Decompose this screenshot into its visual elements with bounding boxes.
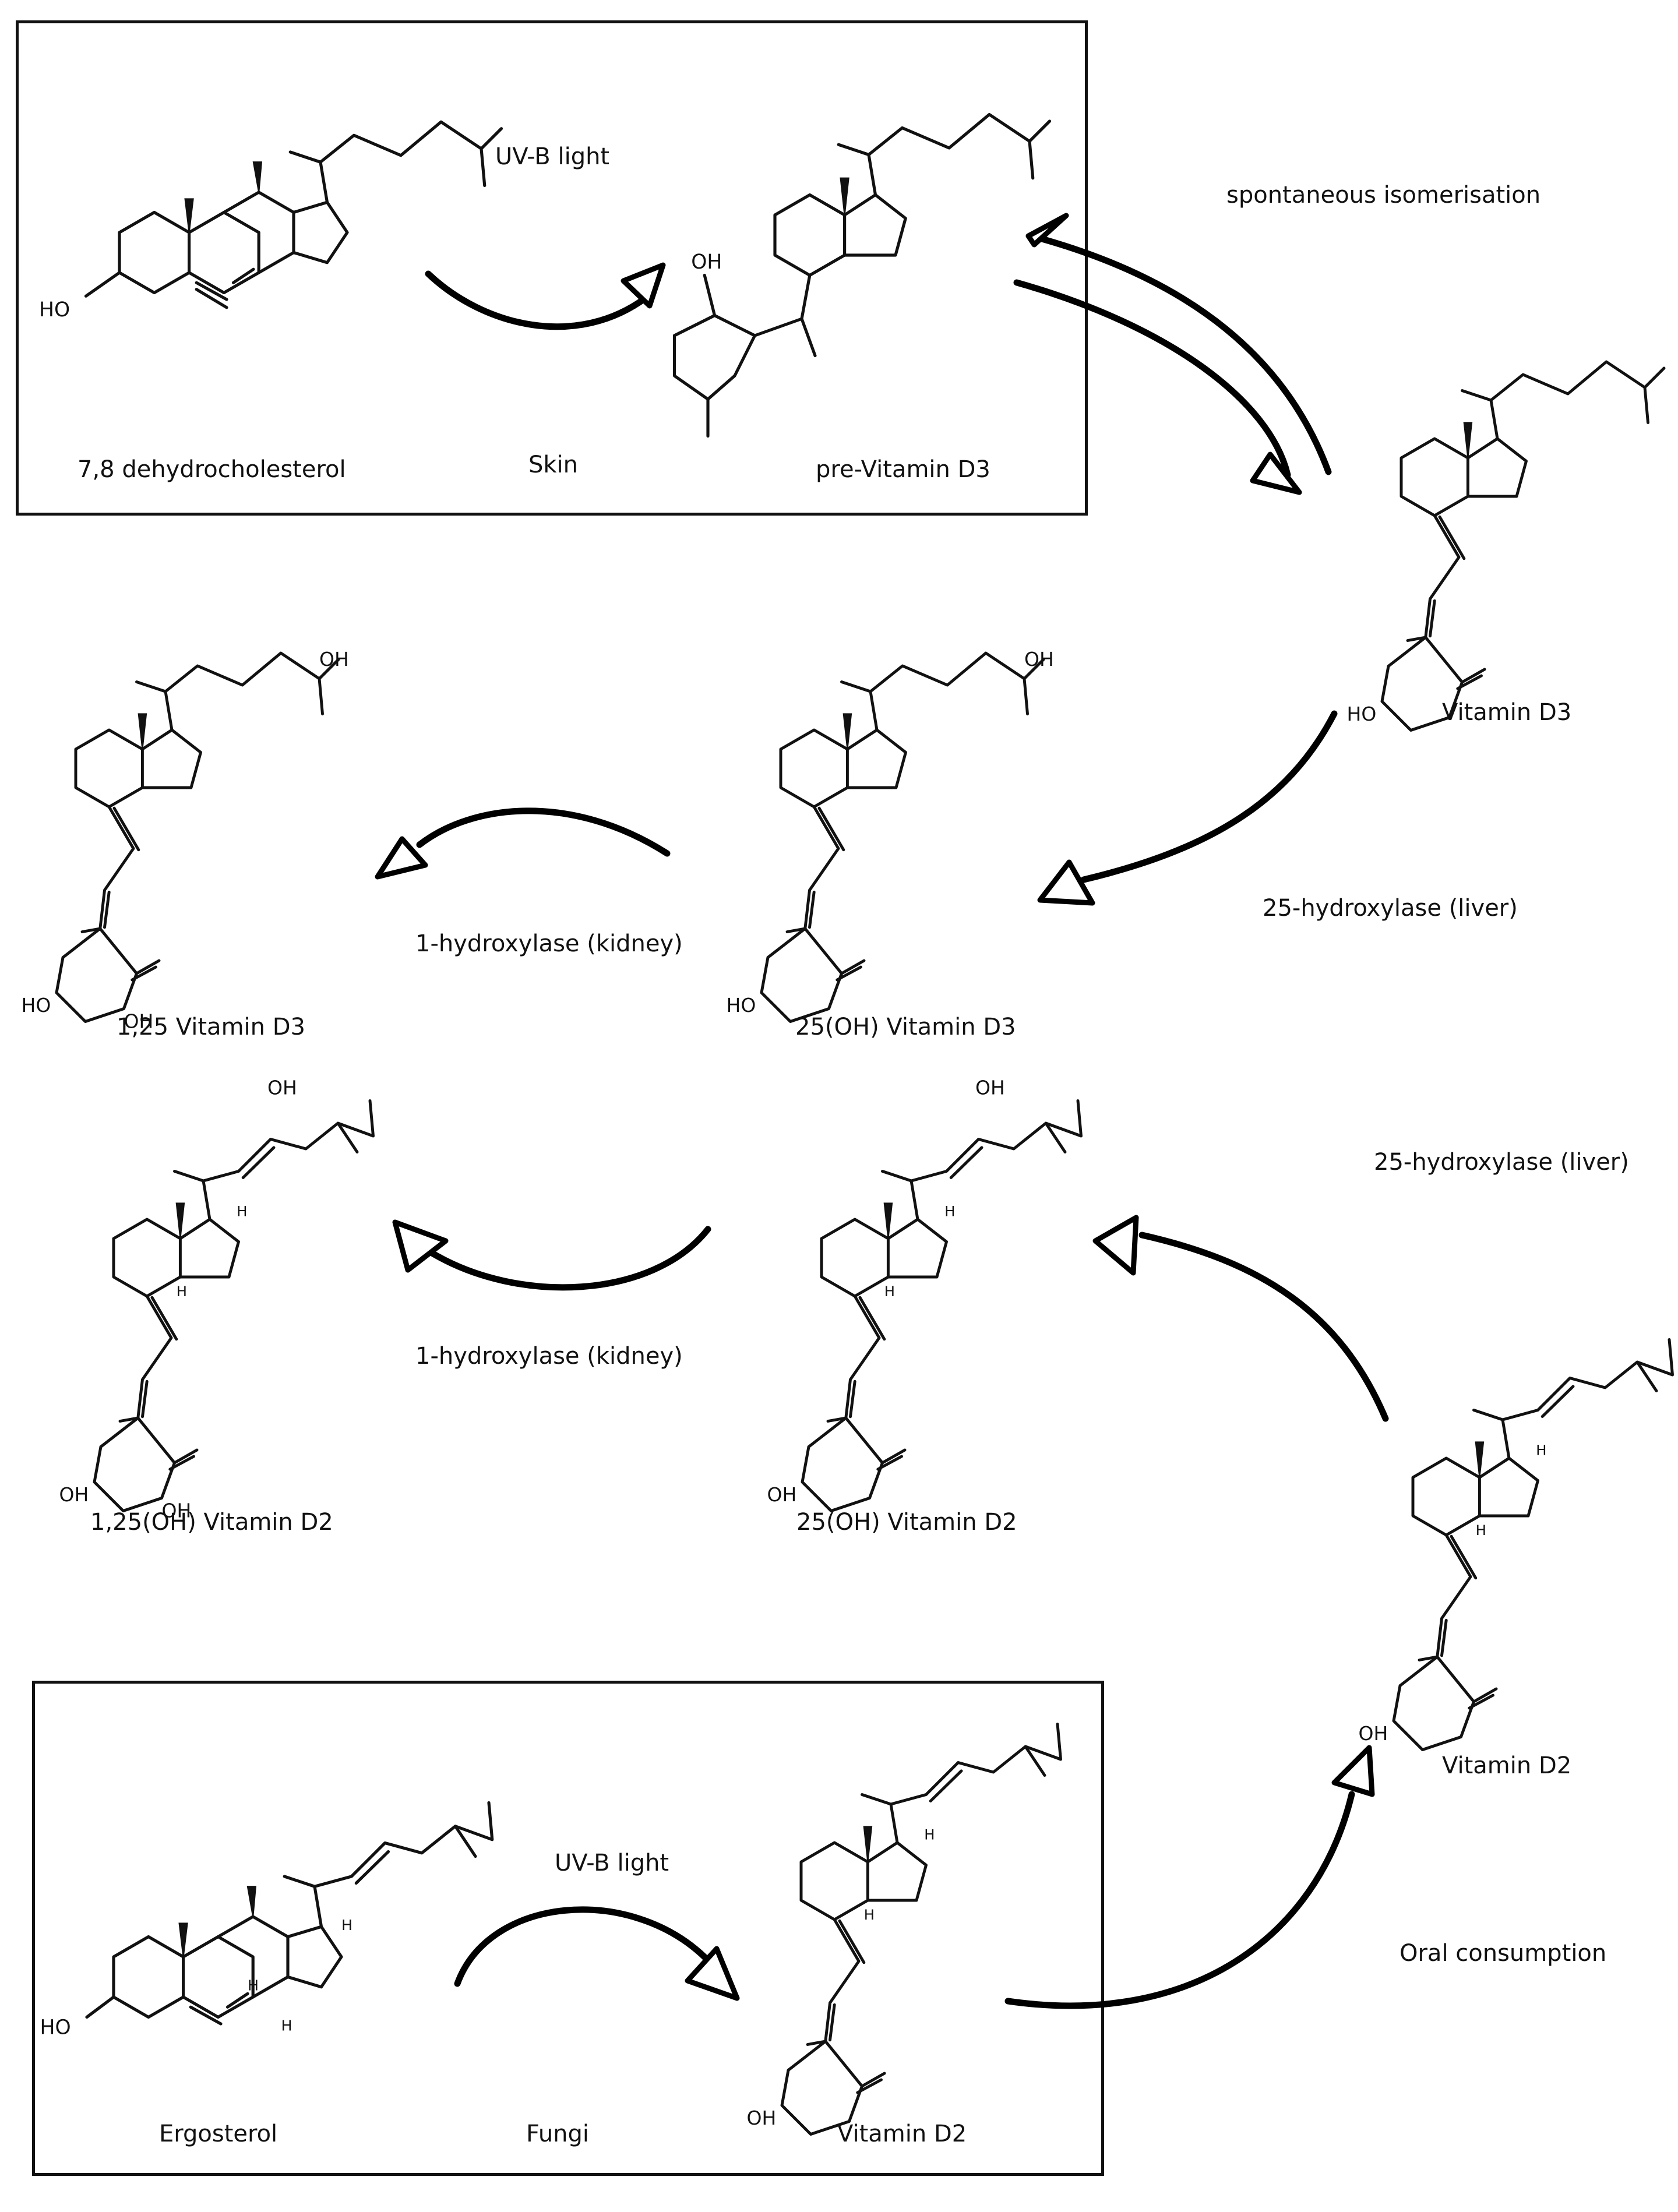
svg-text:OH: OH [691, 251, 722, 274]
svg-text:H: H [884, 1283, 895, 1300]
process-label-1-hydroxylase-d2: 1-hydroxylase (kidney) [415, 1343, 683, 1370]
svg-text:OH: OH [1359, 1722, 1388, 1745]
compound-label-vitamin-d2: Vitamin D2 [1442, 1752, 1572, 1779]
svg-text:HO: HO [1347, 703, 1377, 725]
svg-text:H: H [1536, 1442, 1546, 1459]
svg-text:H: H [248, 1977, 259, 1994]
region-label-skin: Skin [528, 451, 579, 478]
svg-text:H: H [864, 1907, 875, 1923]
compound-label-dehydrocholesterol: 7,8 dehydrocholesterol [77, 456, 346, 483]
svg-text:HO: HO [40, 2016, 70, 2039]
svg-text:OH: OH [1024, 648, 1054, 671]
compound-label-vitamin-d3: Vitamin D3 [1442, 699, 1572, 726]
svg-text:H: H [944, 1204, 955, 1220]
molecule-ergosterol: H H H HO [40, 1803, 492, 2039]
process-label-uvb-skin: UV-B light [495, 143, 610, 170]
molecule-dehydrocholesterol: HO [39, 122, 502, 322]
arrow-isomerisation-forward [1013, 279, 1302, 495]
compound-label-pre-vitamin-d3: pre-Vitamin D3 [816, 456, 990, 483]
skin-region-box [16, 20, 1088, 516]
svg-text:H: H [341, 1917, 352, 1934]
svg-text:H: H [177, 1283, 187, 1300]
compound-label-25oh-vitamin-d3: 25(OH) Vitamin D3 [795, 1014, 1016, 1040]
arrow-oral-consumption [1004, 1745, 1375, 2009]
region-label-fungi: Fungi [526, 2121, 590, 2147]
compound-label-125-vitamin-d3: 1,25 Vitamin D3 [117, 1014, 305, 1040]
fungi-region-box [32, 1681, 1104, 2176]
svg-text:H: H [237, 1204, 247, 1220]
arrow-uvb-fungi [454, 1906, 740, 2001]
molecule-vitamin-d3: HO [1347, 362, 1665, 731]
arrow-1-hydroxylase-d3 [375, 807, 671, 880]
molecule-vitamin-d2: H H OH [1359, 1340, 1673, 1750]
arrow-1-hydroxylase-d2 [392, 1219, 711, 1291]
molecule-25oh-vitamin-d3: OH HO [727, 648, 1054, 1022]
svg-text:OH: OH [162, 1500, 192, 1522]
svg-text:OH: OH [975, 1077, 1005, 1099]
svg-text:OH: OH [124, 1010, 154, 1033]
process-label-25-hydroxylase-d2: 25-hydroxylase (liver) [1374, 1149, 1629, 1176]
svg-text:H: H [281, 2017, 292, 2034]
arrow-25-hydroxylase-d2 [1092, 1215, 1389, 1422]
molecule-pre-vitamin-d3: OH [672, 115, 1050, 438]
molecule-vitamin-d2-fungi: H H OH [747, 1724, 1061, 2135]
svg-text:OH: OH [319, 648, 349, 671]
svg-text:H: H [1476, 1522, 1486, 1539]
process-label-oral-consumption: Oral consumption [1399, 1940, 1607, 1967]
svg-text:HO: HO [39, 298, 70, 322]
process-label-1-hydroxylase-d3: 1-hydroxylase (kidney) [415, 930, 683, 957]
svg-text:H: H [924, 1827, 935, 1843]
process-label-isomerisation: spontaneous isomerisation [1226, 182, 1541, 209]
arrow-uvb-skin [425, 262, 666, 330]
svg-text:OH: OH [59, 1483, 89, 1506]
svg-text:OH: OH [267, 1077, 297, 1099]
svg-text:HO: HO [21, 994, 51, 1017]
compound-label-vitamin-d2-fungi: Vitamin D2 [837, 2121, 967, 2147]
arrow-isomerisation-reverse [1025, 213, 1332, 475]
molecule-125-vitamin-d3: OH HO OH [21, 648, 348, 1033]
compound-label-125oh-vitamin-d2: 1,25(OH) Vitamin D2 [90, 1509, 333, 1536]
svg-text:HO: HO [727, 994, 756, 1017]
svg-text:OH: OH [747, 2107, 777, 2129]
molecule-125oh-vitamin-d2: H H OH OH OH [59, 1077, 373, 1522]
process-label-uvb-fungi: UV-B light [555, 1850, 669, 1876]
process-label-25-hydroxylase-d3: 25-hydroxylase (liver) [1263, 895, 1518, 922]
svg-text:OH: OH [767, 1483, 797, 1506]
compound-label-ergosterol: Ergosterol [159, 2121, 278, 2147]
molecule-25oh-vitamin-d2: H H OH OH [767, 1077, 1081, 1511]
arrow-25-hydroxylase-d3 [1037, 710, 1338, 906]
compound-label-25oh-vitamin-d2: 25(OH) Vitamin D2 [796, 1509, 1017, 1536]
